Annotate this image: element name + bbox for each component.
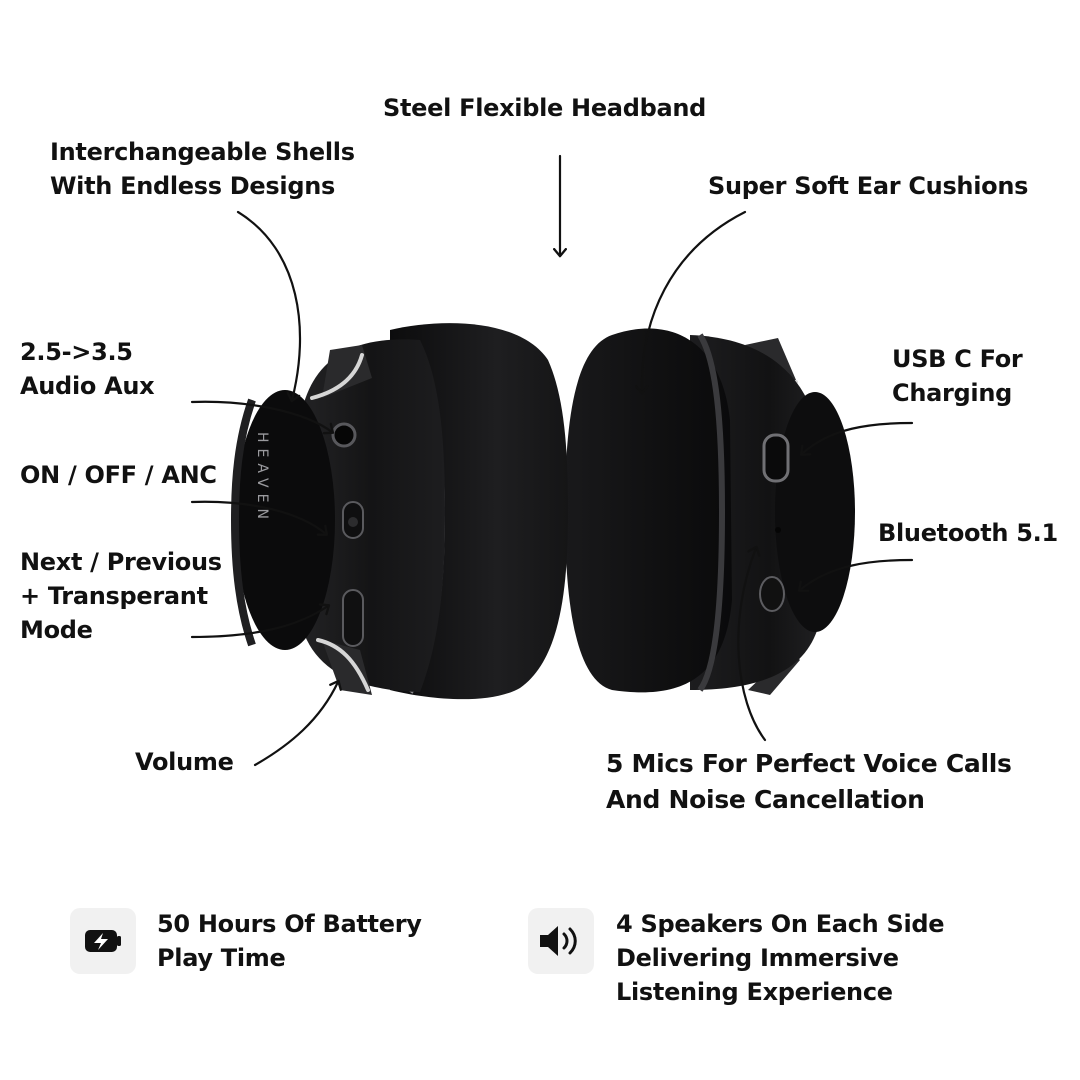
bluetooth-button <box>759 576 785 612</box>
left-ear-cup <box>230 339 445 695</box>
label-bluetooth: Bluetooth 5.1 <box>878 519 1058 547</box>
arrow-volume <box>253 679 342 767</box>
battery-charging-icon <box>70 908 136 974</box>
label-cushions: Super Soft Ear Cushions <box>708 172 1029 200</box>
arrow-usb <box>799 421 914 456</box>
usb-c-port <box>762 433 790 483</box>
arrow-aux <box>190 400 335 435</box>
arrow-shells <box>236 210 302 403</box>
arrow-next <box>190 603 331 639</box>
left-slider-bottom <box>322 640 372 695</box>
mic-hole <box>775 527 781 533</box>
speaker-volume-icon <box>528 908 594 974</box>
arrow-bluetooth <box>797 558 914 592</box>
right-ear-cushion <box>565 328 732 693</box>
arrow-power <box>190 500 329 536</box>
brand-text: HEAVEN <box>254 432 270 525</box>
interchangeable-shell <box>235 390 335 650</box>
label-power: ON / OFF / ANC <box>20 461 217 489</box>
arrow-cushions <box>634 210 747 395</box>
next-previous-button <box>342 589 364 647</box>
label-volume: Volume <box>135 748 234 776</box>
arrow-mics <box>737 545 767 742</box>
aux-port <box>331 422 357 448</box>
label-headband: Steel Flexible Headband <box>383 94 707 122</box>
